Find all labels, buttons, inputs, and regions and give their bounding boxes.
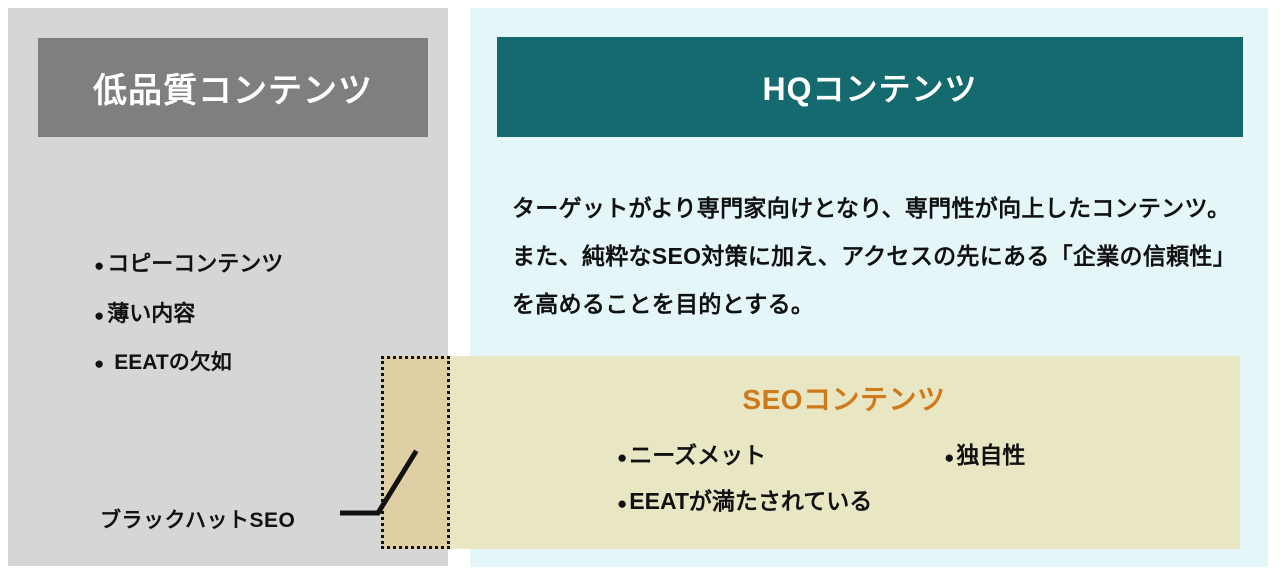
bullet-dot-icon: ● (617, 448, 628, 467)
bullet-dot-icon: ● (944, 448, 955, 467)
list-item: ● ニーズメット (617, 436, 766, 470)
list-item-label: コピーコンテンツ (107, 251, 284, 276)
list-item: ● 薄い内容 (94, 296, 424, 328)
list-item-label: ニーズメット (629, 442, 767, 468)
list-item: ● コピーコンテンツ (94, 246, 424, 278)
bullet-dot-icon: ● (617, 494, 628, 513)
low-quality-bullet-list: ● コピーコンテンツ ● 薄い内容 ● EEATの欠如 (94, 246, 424, 394)
list-item: ● EEATの欠如 (94, 346, 424, 376)
low-quality-panel: 低品質コンテンツ ● コピーコンテンツ ● 薄い内容 ● EEATの欠如 ブラッ… (8, 8, 448, 566)
hq-header-box: HQコンテンツ (497, 37, 1243, 137)
list-item: ● 独自性 (944, 436, 1025, 470)
seo-list-row: ● ニーズメット ● 独自性 (617, 436, 1217, 470)
list-item-label: EEATの欠如 (114, 351, 232, 374)
list-item-label: EEATが満たされている (629, 488, 873, 514)
seo-list-row: ● EEATが満たされている (617, 482, 1217, 516)
bullet-dot-icon: ● (94, 306, 105, 325)
seo-content-section: SEOコンテンツ ● ニーズメット ● 独自性 ● EEATが満たされている (448, 356, 1240, 549)
seo-section-title: SEOコンテンツ (742, 384, 946, 415)
low-quality-header-title: 低品質コンテンツ (93, 72, 373, 110)
blackhat-seo-callout-box (381, 356, 450, 549)
hq-header-title: HQコンテンツ (762, 71, 978, 107)
bullet-dot-icon: ● (94, 256, 105, 275)
hq-description-paragraph: ターゲットがより専門家向けとなり、専門性が向上したコンテンツ。また、純粋なSEO… (512, 195, 1231, 317)
low-quality-header-box: 低品質コンテンツ (38, 38, 428, 137)
bullet-dot-icon: ● (94, 354, 105, 373)
blackhat-seo-label: ブラックハットSEO (100, 509, 296, 532)
list-item-label: 独自性 (956, 442, 1026, 468)
list-item-label: 薄い内容 (107, 301, 196, 326)
seo-bullet-list: ● ニーズメット ● 独自性 ● EEATが満たされている (617, 436, 1217, 528)
list-item: ● EEATが満たされている (617, 482, 872, 516)
